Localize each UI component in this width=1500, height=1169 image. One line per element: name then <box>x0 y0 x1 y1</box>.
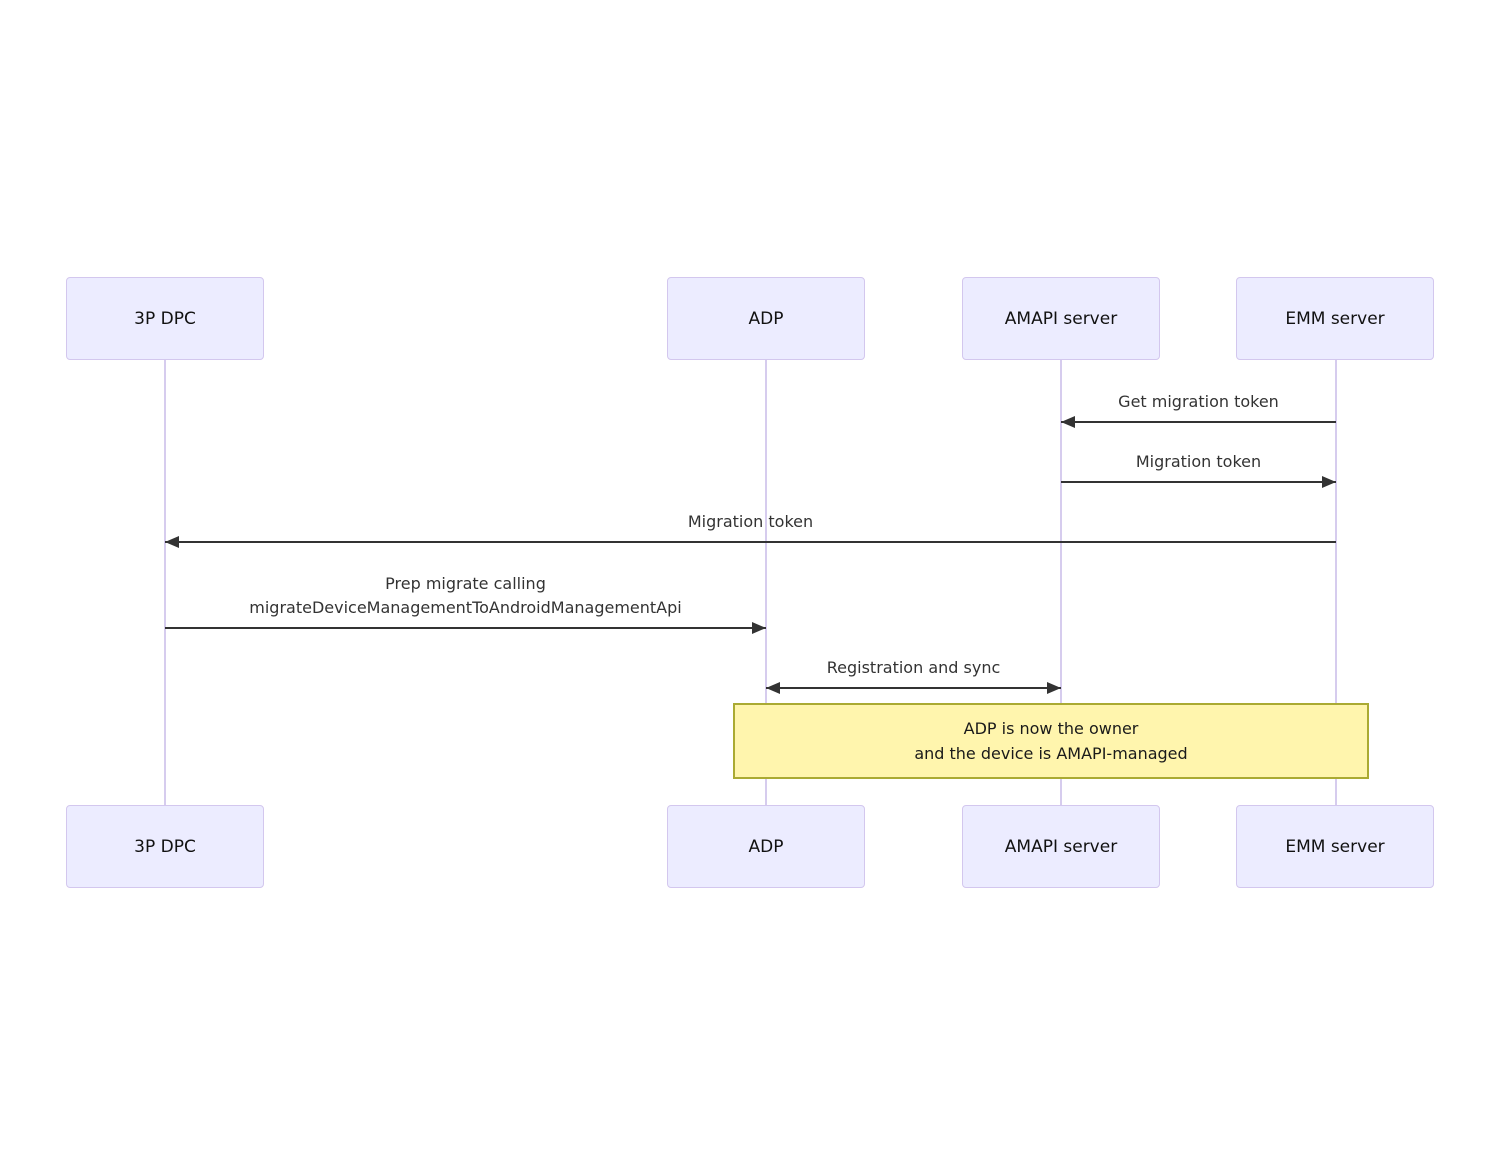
note-adp-owner: ADP is now the owner and the device is A… <box>733 703 1369 779</box>
lifeline-emm-server <box>1335 360 1337 806</box>
actor-bottom-emm-server: EMM server <box>1236 805 1434 888</box>
message-registration-and-sync: Registration and sync <box>766 656 1061 694</box>
message-arrow <box>766 682 1061 694</box>
actor-label: ADP <box>748 308 784 329</box>
message-label: Migration token <box>1135 452 1262 471</box>
message-label-line-2: migrateDeviceManagementToAndroidManageme… <box>249 598 682 617</box>
lifeline-adp <box>765 360 767 806</box>
message-migration-token-to-3p-dpc: Migration token <box>165 510 1336 548</box>
actor-label: EMM server <box>1285 308 1385 329</box>
actor-label: ADP <box>748 836 784 857</box>
message-arrow <box>165 622 766 634</box>
message-label: Get migration token <box>1118 392 1279 411</box>
actor-bottom-adp: ADP <box>667 805 865 888</box>
actor-label: 3P DPC <box>134 836 196 857</box>
actor-label: EMM server <box>1285 836 1385 857</box>
message-label: Registration and sync <box>826 658 1001 677</box>
actor-bottom-amapi-server: AMAPI server <box>962 805 1160 888</box>
lifeline-3p-dpc <box>164 360 166 806</box>
actor-top-adp: ADP <box>667 277 865 360</box>
actor-top-3p-dpc: 3P DPC <box>66 277 264 360</box>
arrowhead-right-icon <box>1047 682 1061 694</box>
actor-top-emm-server: EMM server <box>1236 277 1434 360</box>
actor-bottom-3p-dpc: 3P DPC <box>66 805 264 888</box>
arrowhead-right-icon <box>752 622 766 634</box>
message-label: Prep migrate calling migrateDeviceManage… <box>165 572 766 620</box>
message-arrow <box>1061 476 1336 488</box>
message-prep-migrate: Prep migrate calling migrateDeviceManage… <box>165 572 766 634</box>
arrowhead-right-icon <box>1322 476 1336 488</box>
note-line-2: and the device is AMAPI-managed <box>914 744 1188 763</box>
arrowhead-left-icon <box>1061 416 1075 428</box>
actor-label: AMAPI server <box>1004 308 1118 329</box>
arrowhead-left-icon <box>766 682 780 694</box>
message-label: Migration token <box>687 512 814 531</box>
actor-top-amapi-server: AMAPI server <box>962 277 1160 360</box>
message-label-line-1: Prep migrate calling <box>385 574 546 593</box>
message-migration-token-to-emm: Migration token <box>1061 450 1336 488</box>
actor-label: 3P DPC <box>134 308 196 329</box>
note-line-1: ADP is now the owner <box>963 719 1139 738</box>
arrowhead-left-icon <box>165 536 179 548</box>
message-arrow <box>1061 416 1336 428</box>
actor-label: AMAPI server <box>1004 836 1118 857</box>
message-get-migration-token: Get migration token <box>1061 390 1336 428</box>
lifeline-amapi-server <box>1060 360 1062 806</box>
message-arrow <box>165 536 1336 548</box>
